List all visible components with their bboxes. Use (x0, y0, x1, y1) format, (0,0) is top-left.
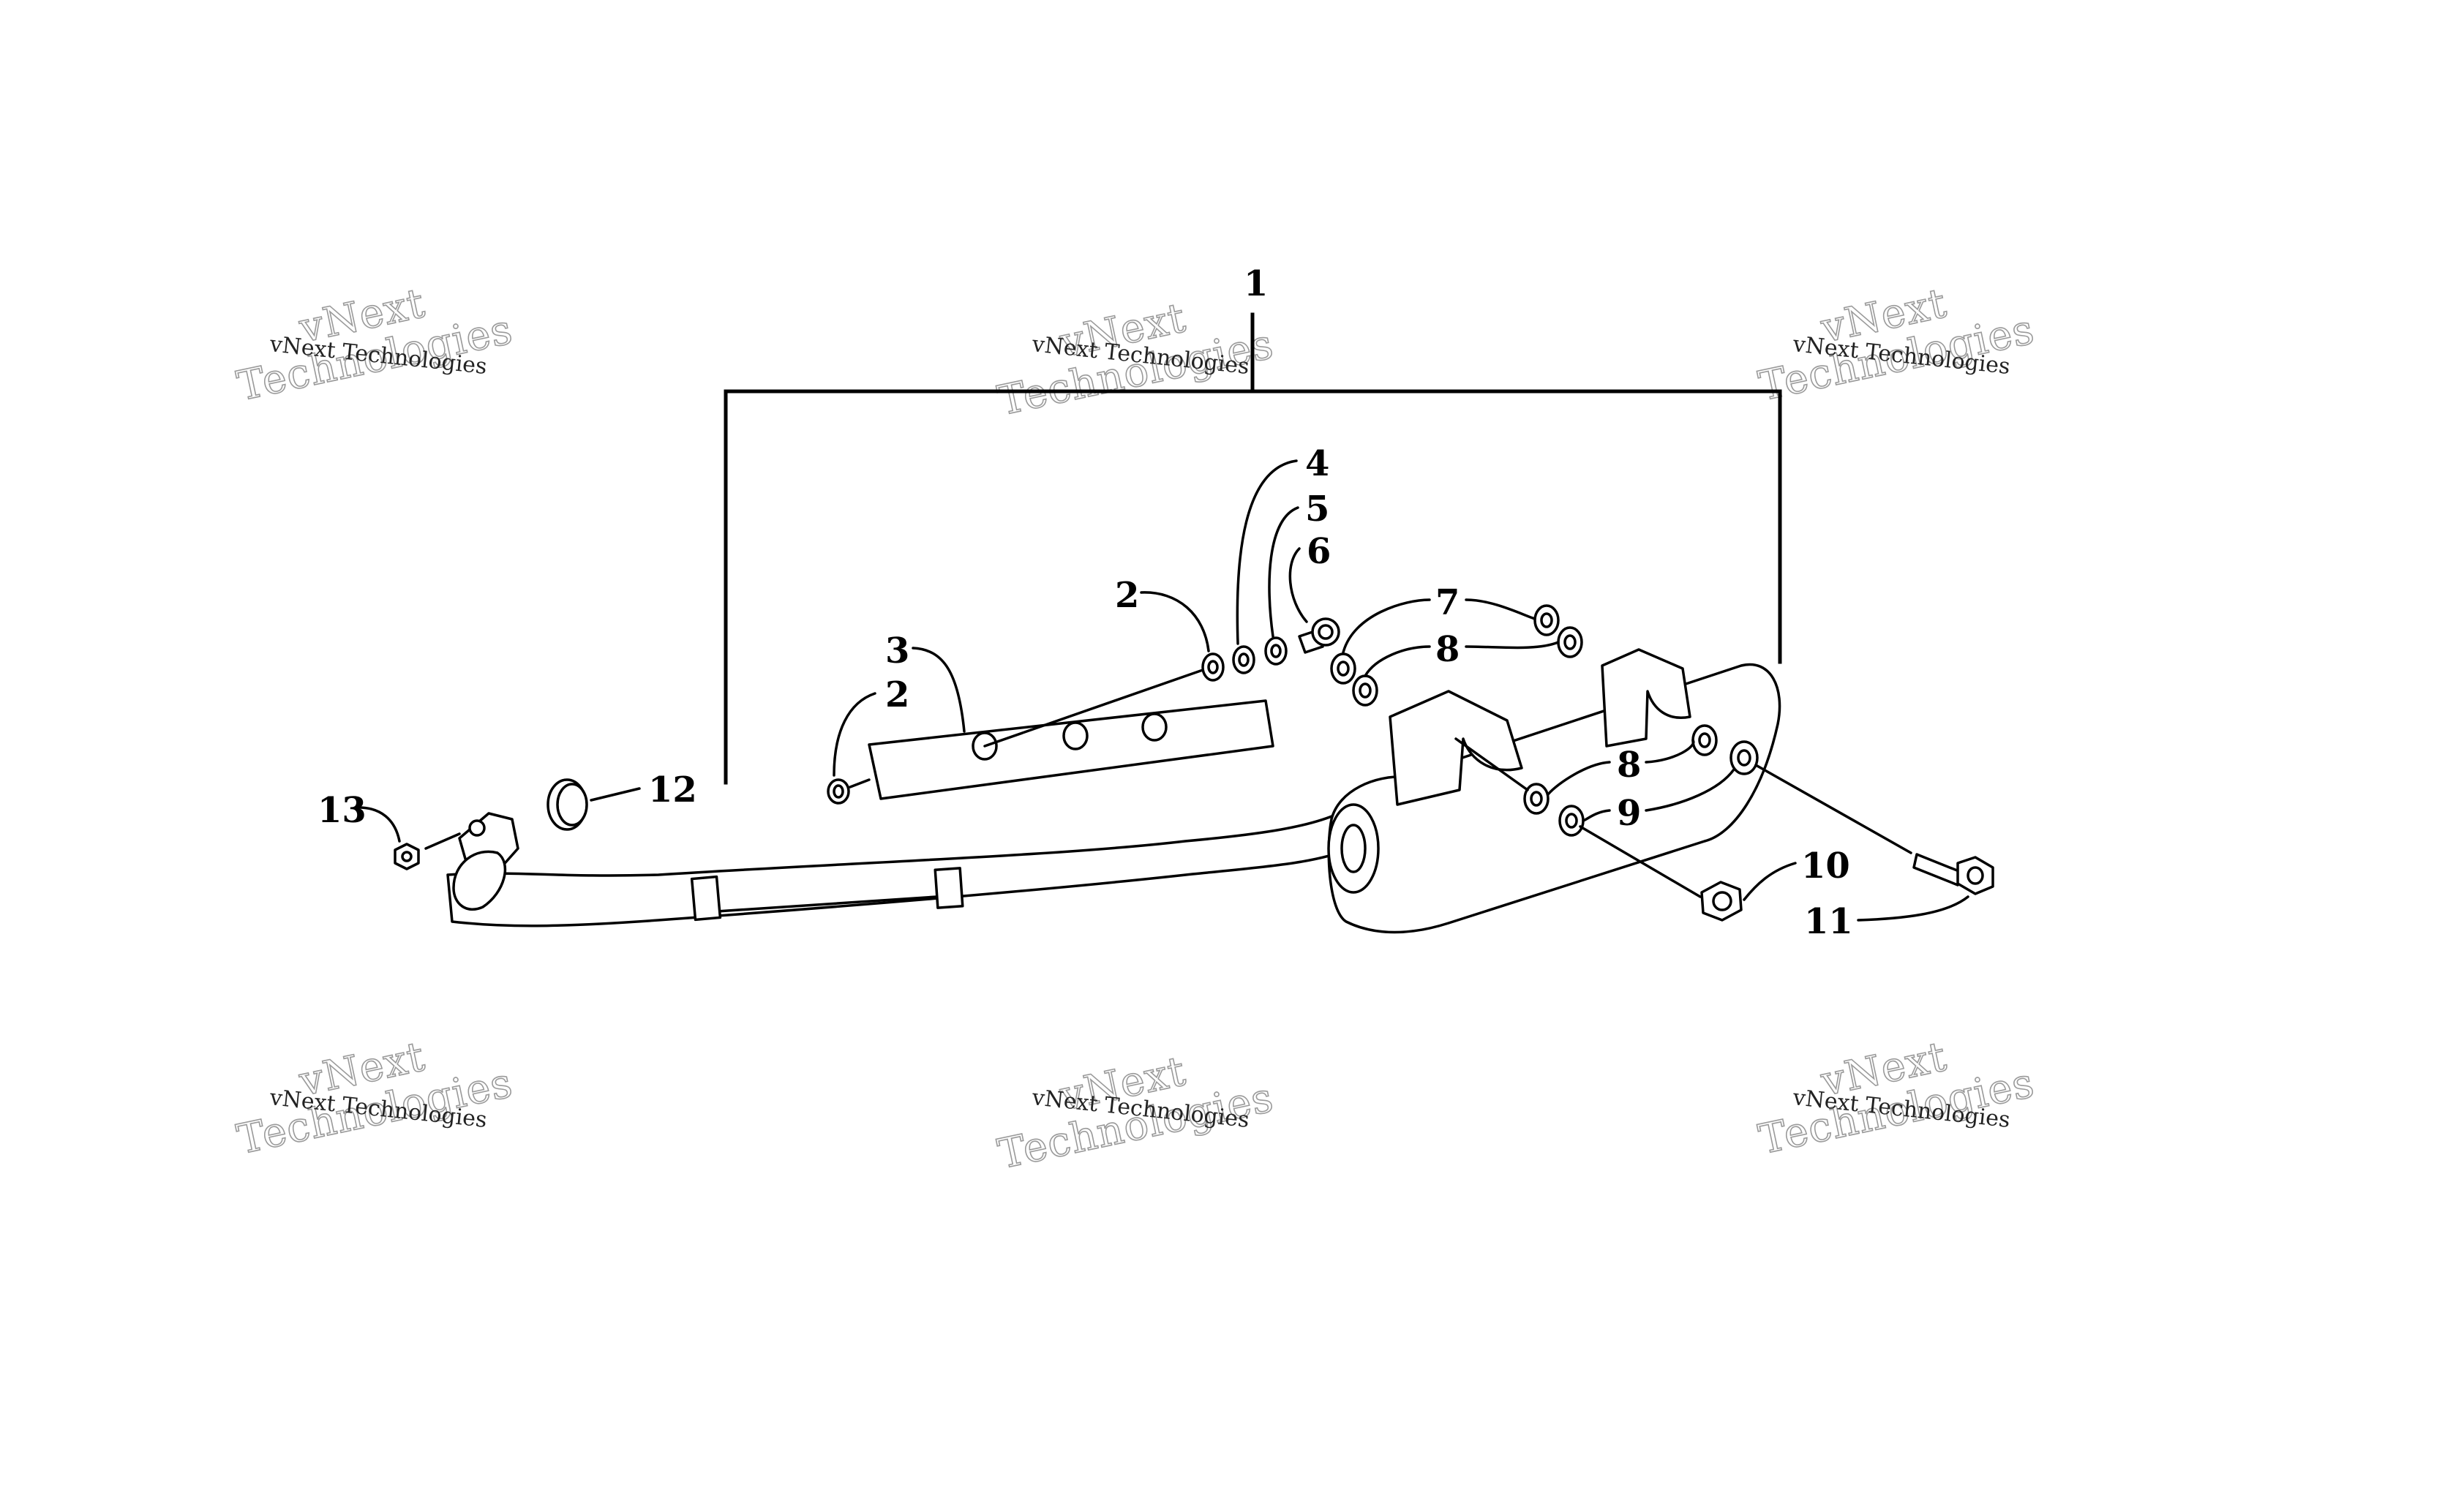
watermark-top-right: vNext Technologies (1754, 279, 2039, 411)
callout-13: 13 (318, 790, 367, 831)
callout-2-lower: 2 (885, 674, 909, 715)
callout-8-lower: 8 (1617, 745, 1641, 786)
hardware-items (394, 604, 1994, 922)
callout-5: 5 (1305, 489, 1329, 530)
callout-4: 4 (1305, 443, 1329, 484)
callout-9: 9 (1617, 793, 1641, 834)
callout-labels: 1 2 3 2 4 5 6 7 8 8 9 10 11 12 13 (318, 263, 1853, 942)
assembly-bracket (724, 312, 1782, 785)
watermark-bottom-right: vNext Technologies (1754, 1032, 2039, 1164)
gasket-ring (546, 778, 588, 831)
heat-shield (868, 699, 1274, 800)
exhaust-pipe (446, 812, 1352, 927)
callout-3: 3 (885, 631, 909, 671)
muffler (1327, 648, 1781, 934)
callout-6: 6 (1307, 531, 1331, 572)
callout-8-upper: 8 (1435, 629, 1460, 670)
callout-1: 1 (1244, 263, 1268, 304)
callout-12: 12 (648, 769, 697, 810)
callout-11: 11 (1804, 901, 1853, 942)
callout-7: 7 (1435, 582, 1460, 623)
callout-2-upper: 2 (1115, 575, 1139, 616)
watermark-top-left: vNext Technologies (233, 279, 517, 411)
callout-10: 10 (1801, 846, 1850, 887)
watermark-bottom-left: vNext Technologies (233, 1032, 517, 1164)
leader-lines (357, 459, 1969, 922)
